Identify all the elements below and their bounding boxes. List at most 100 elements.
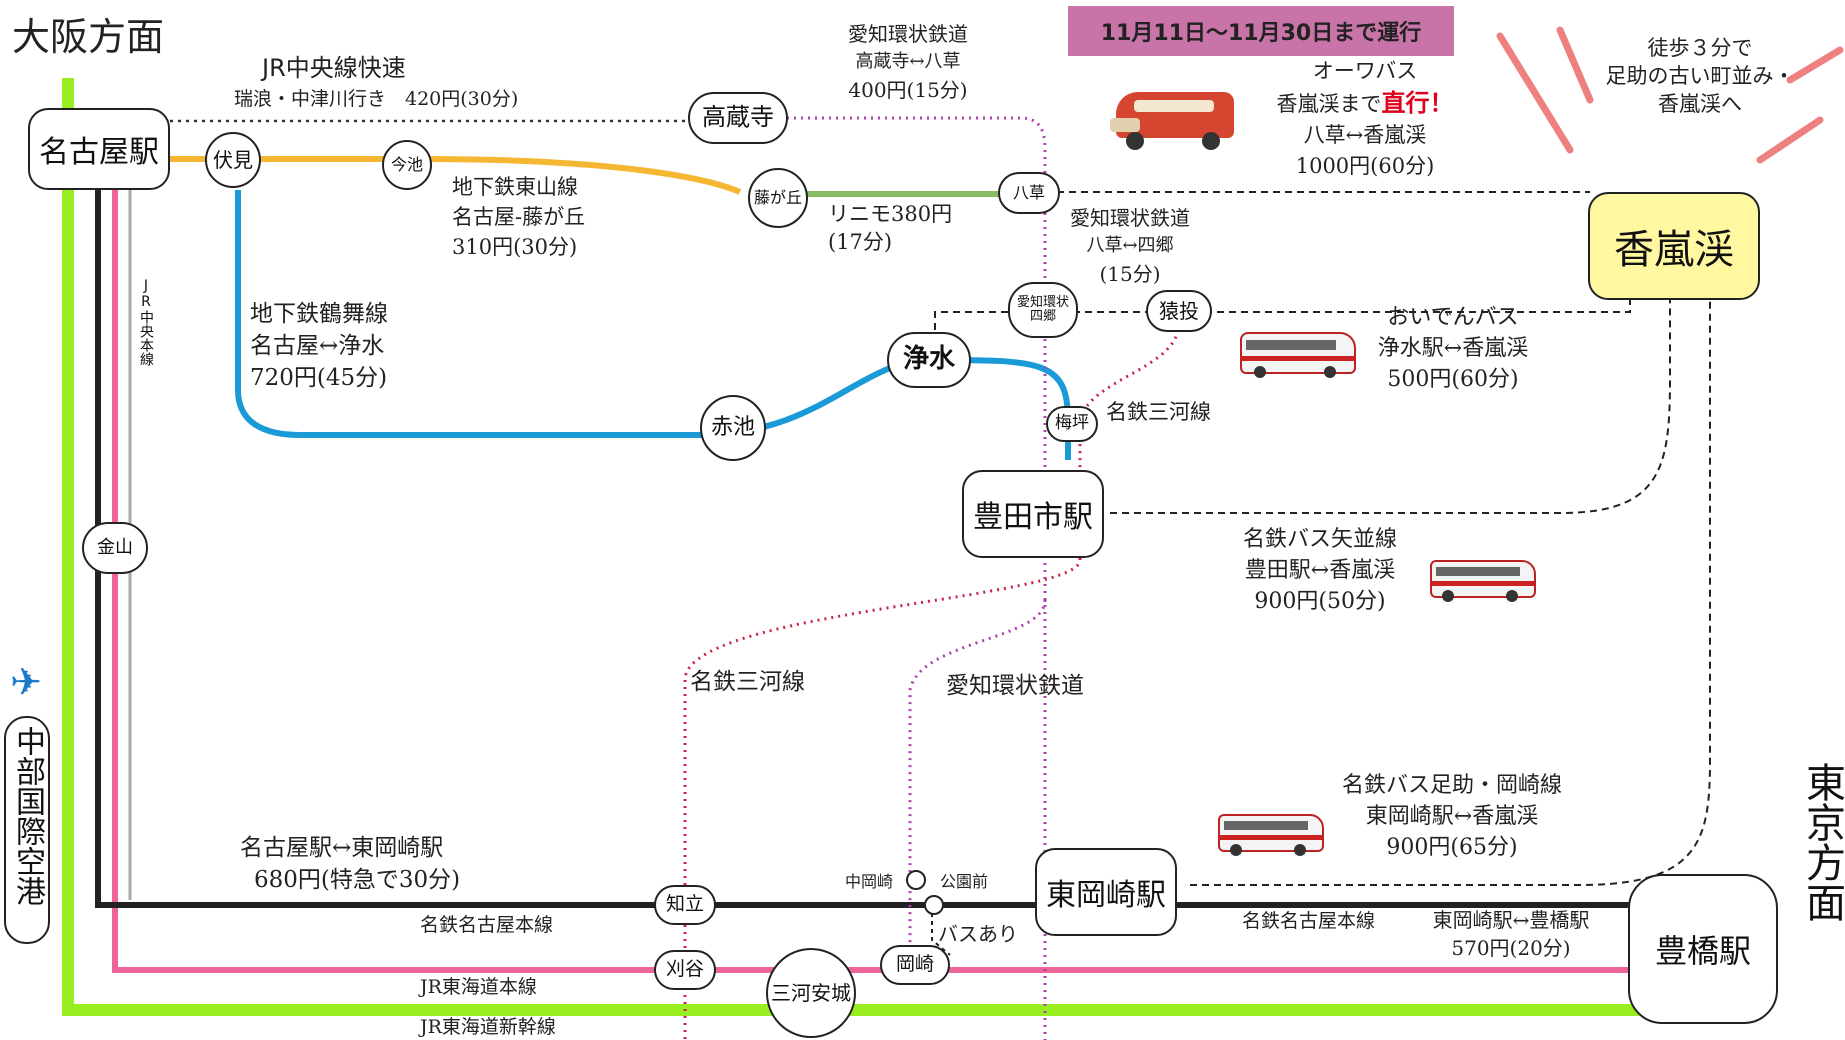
station-umetsubo[interactable]: 梅坪 — [1046, 406, 1098, 442]
service-period-banner: 11月11日〜11月30日まで運行 — [1068, 6, 1454, 56]
owa-bus-direct-prefix: 香嵐渓まで — [1276, 92, 1382, 116]
aikan-kozoji-name: 愛知環状鉄道 — [848, 22, 968, 46]
station-kanayama-label: 金山 — [97, 536, 133, 558]
station-josui[interactable]: 浄水 — [887, 332, 971, 388]
station-josui-label: 浄水 — [902, 344, 955, 375]
meitetsu-main-east-segment: 東岡崎駅↔豊橋駅 — [1432, 908, 1590, 932]
asuke-bus-fare: 900円(65分) — [1386, 835, 1518, 860]
aikan-kozoji-segment: 高蔵寺↔八草 — [855, 51, 961, 72]
station-chiryu[interactable]: 知立 — [654, 885, 716, 925]
station-aichi-shigo[interactable]: 愛知環状 四郷 — [1008, 282, 1078, 338]
tsurumai-segment: 名古屋↔浄水 — [250, 333, 385, 359]
linimo-name: リニモ380円 — [828, 202, 953, 226]
aikan-line-south — [908, 599, 1047, 960]
aikan-south-label: 愛知環状鉄道 — [946, 673, 1084, 699]
oiden-bus-segment: 浄水駅↔香嵐渓 — [1377, 336, 1529, 361]
station-yakusa-label: 八草 — [1012, 182, 1045, 202]
destination-korankei[interactable]: 香嵐渓 — [1588, 192, 1760, 300]
station-mikawa-anjo[interactable]: 三河安城 — [766, 948, 856, 1038]
destination-label: 香嵐渓 — [1614, 227, 1734, 273]
station-chiryu-label: 知立 — [665, 893, 704, 916]
oiden-bus-label: おいでんバス 浄水駅↔香嵐渓 500円(60分) — [1358, 302, 1548, 395]
yanami-bus-icon — [1430, 556, 1536, 602]
yanami-bus-label: 名鉄バス矢並線 豊田駅↔香嵐渓 900円(50分) — [1220, 524, 1420, 617]
jr-shinkansen-line — [62, 78, 1640, 1016]
meitetsu-mikawa-north-label: 名鉄三河線 — [1106, 400, 1211, 424]
koenmae-label: 公園前 — [940, 872, 989, 891]
linimo-time: (17分) — [828, 230, 893, 254]
jr-chuo-rapid-name: JR中央線快速 — [262, 54, 406, 82]
station-fushimi[interactable]: 伏見 — [205, 132, 261, 188]
higashiyama-label: 地下鉄東山線 名古屋-藤が丘 310円(30分) — [452, 172, 585, 262]
service-period-text: 11月11日〜11月30日まで運行 — [1100, 21, 1422, 46]
yanami-bus-segment: 豊田駅↔香嵐渓 — [1244, 558, 1396, 583]
aikan-shigo-label: 愛知環状鉄道 八草↔四郷 (15分) — [1050, 204, 1210, 288]
asuke-bus-name: 名鉄バス足助・岡崎線 — [1341, 773, 1562, 798]
station-kariya-label: 刈谷 — [665, 958, 704, 981]
station-mikawa-anjo-label: 三河安城 — [771, 980, 851, 1005]
aikan-shigo-name: 愛知環状鉄道 — [1070, 206, 1190, 230]
owa-bus-fare: 1000円(60分) — [1295, 154, 1435, 178]
naka-okazaki-label: 中岡崎 — [845, 872, 894, 891]
owa-bus-name: オーワバス — [1312, 59, 1418, 83]
tokyo-direction-label: 東京方面 — [1799, 762, 1845, 922]
station-aichi-shigo-label: 愛知環状 四郷 — [1016, 295, 1069, 324]
meitetsu-main-east-label: 東岡崎駅↔豊橋駅 570円(20分) — [1406, 906, 1616, 962]
yanami-bus-route — [1110, 300, 1671, 514]
station-toyotashi-label: 豊田市駅 — [973, 500, 1093, 535]
meitetsu-main-east-name: 名鉄名古屋本線 — [1242, 910, 1376, 932]
station-kozoji[interactable]: 高蔵寺 — [688, 92, 788, 144]
meitetsu-main-label: 名古屋駅↔東岡崎駅 680円(特急で30分) — [240, 832, 460, 896]
meitetsu-mikawa-south-line — [683, 530, 1082, 1040]
station-akaike-label: 赤池 — [710, 415, 755, 441]
airport-box[interactable]: 中部国際空港 — [4, 716, 50, 944]
retro-bus-icon — [1110, 86, 1238, 152]
station-naka-okazaki[interactable] — [906, 870, 926, 890]
oiden-bus-icon — [1240, 328, 1356, 378]
station-kariya[interactable]: 刈谷 — [654, 950, 716, 990]
tsurumai-name: 地下鉄鶴舞線 — [250, 301, 388, 327]
jr-chuo-main-label: JR中央本線 — [138, 278, 154, 366]
station-kanayama[interactable]: 金山 — [82, 522, 148, 574]
station-okazaki-label: 岡崎 — [895, 953, 934, 976]
station-nagoya[interactable]: 名古屋駅 — [28, 108, 170, 190]
aikan-line — [780, 116, 1047, 1040]
station-umetsubo-label: 梅坪 — [1055, 413, 1089, 434]
walk-callout-line3: 香嵐渓へ — [1658, 92, 1742, 116]
oiden-bus-fare: 500円(60分) — [1387, 367, 1519, 392]
jr-tokaido-line — [112, 180, 1640, 973]
walk-callout-line2: 足助の古い町並み・ — [1605, 64, 1795, 88]
station-toyohashi[interactable]: 豊橋駅 — [1628, 874, 1778, 1024]
station-koenmae[interactable] — [924, 895, 944, 915]
higashiyama-segment: 名古屋-藤が丘 — [452, 205, 586, 229]
station-sanage[interactable]: 猿投 — [1146, 290, 1212, 332]
station-nagoya-label: 名古屋駅 — [39, 135, 159, 170]
oiden-bus-name: おいでんバス — [1387, 305, 1519, 330]
aikan-shigo-time: (15分) — [1099, 262, 1161, 286]
osaka-direction-label: 大阪方面 — [12, 15, 165, 59]
meitetsu-main-segment: 名古屋駅↔東岡崎駅 — [240, 835, 444, 861]
linimo-label: リニモ380円 (17分) — [828, 200, 952, 256]
station-fujigaoka[interactable]: 藤が丘 — [748, 168, 808, 228]
meitetsu-mikawa-south-label: 名鉄三河線 — [690, 669, 805, 695]
higashiyama-line — [168, 156, 742, 195]
station-sanage-label: 猿投 — [1159, 298, 1199, 323]
station-toyotashi[interactable]: 豊田市駅 — [962, 470, 1104, 558]
station-okazaki[interactable]: 岡崎 — [880, 945, 950, 985]
station-akaike[interactable]: 赤池 — [700, 395, 766, 461]
station-imaike[interactable]: 今池 — [382, 140, 432, 190]
station-yakusa[interactable]: 八草 — [998, 172, 1060, 214]
station-higashi-okazaki-label: 東岡崎駅 — [1046, 878, 1166, 913]
airport-label: 中部国際空港 — [10, 726, 45, 906]
yanami-bus-fare: 900円(50分) — [1254, 589, 1386, 614]
jr-tokaido-label: JR東海道本線 — [420, 976, 537, 998]
owa-bus-direct-emph: 直行！ — [1381, 88, 1454, 117]
owa-bus-label: オーワバス 香嵐渓まで直行！ 八草↔香嵐渓 1000円(60分) — [1250, 56, 1480, 182]
station-higashi-okazaki[interactable]: 東岡崎駅 — [1035, 848, 1177, 936]
station-kozoji-label: 高蔵寺 — [702, 103, 774, 132]
higashiyama-name: 地下鉄東山線 — [452, 175, 578, 199]
tsurumai-label: 地下鉄鶴舞線 名古屋↔浄水 720円(45分) — [250, 298, 388, 394]
station-fushimi-label: 伏見 — [213, 147, 253, 172]
station-fujigaoka-label: 藤が丘 — [753, 187, 802, 207]
